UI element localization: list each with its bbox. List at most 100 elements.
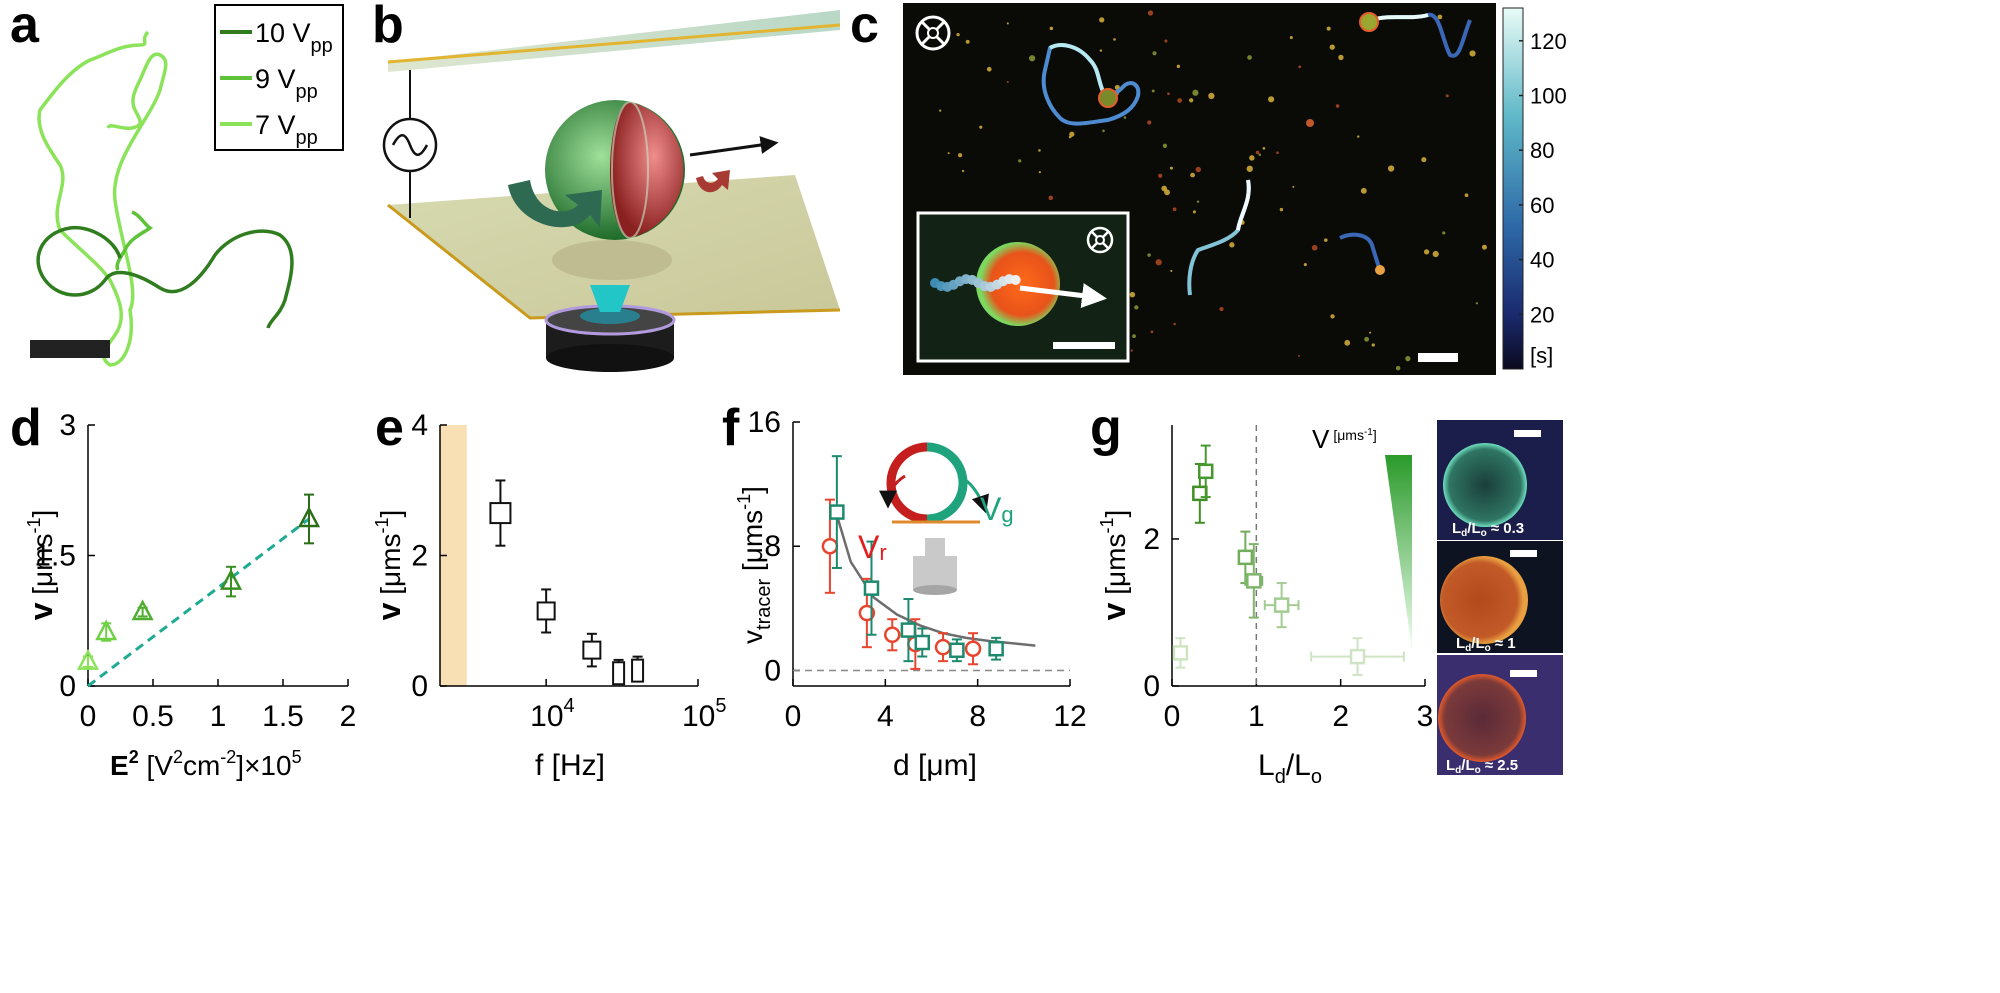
y-tick-label: 0 [764,654,781,687]
rotation-arrow-green [508,180,602,228]
x-axis-label: Ld/Lo [1258,749,1322,788]
particle-dot [1099,17,1105,23]
data-point [536,601,556,621]
particle-dot [1421,157,1427,163]
x-tick-label: 4 [877,700,894,733]
x-axis-label: f [Hz] [535,749,605,782]
top-electrode [388,10,840,72]
particle-dot [1123,116,1127,119]
micrograph-label-3: Ld/Lo ≈ 2.5 [1446,757,1518,776]
particle-dot [1006,22,1009,25]
colorbar-tick-label: 20 [1530,302,1554,327]
inset-schematic-f: Vr Vg [858,442,1014,595]
data-point [297,506,321,528]
particle-dot [1338,54,1344,61]
scalebar-a [30,340,110,358]
particle-dot [1469,50,1476,57]
particle-dot [1255,150,1260,155]
legend-entry: 7 Vpp [255,110,318,149]
data-point [863,580,880,596]
data-point [914,634,931,651]
particle-dot [1176,64,1181,69]
particle-dot [979,125,983,129]
y-tick-label: 4 [411,409,428,442]
data-point [1237,549,1254,566]
particle-dot [958,153,963,158]
particle-dot [1395,365,1401,371]
particle-dot [1335,104,1340,108]
particle-dot [1134,305,1139,310]
particle-dot [1330,314,1335,319]
x-tick-label: 0 [80,700,97,733]
particle-dot [1229,242,1235,248]
data-point [1172,645,1189,661]
inset-label-vr: Vr [858,529,887,565]
particle-dot [1423,249,1430,255]
inset-label-vg: Vg [980,491,1014,527]
particle-dot [1432,250,1439,258]
particle-dot [1298,65,1302,69]
particle-dot [1208,92,1215,100]
particle-dot [1189,98,1194,103]
particle-dot [1276,151,1279,154]
particle-dot [1437,14,1443,20]
particle-dot [1147,10,1154,16]
x-tick-label: 8 [969,700,986,733]
particle-dot [1387,165,1395,172]
data-point [95,619,118,641]
x-tick-label: 12 [1053,700,1086,733]
particle-dot [1442,231,1446,235]
particle-dot [1481,244,1487,250]
particle-dot [1038,149,1041,152]
x-tick-label: 105 [682,695,727,733]
particle-dot [1099,49,1103,52]
data-point [1197,463,1214,480]
particle-dot [1130,349,1133,352]
particle-dot [1475,302,1478,305]
particle-dot [1152,51,1157,56]
trajectory-9vpp [115,210,154,271]
particle-dot [1113,38,1116,41]
x-axis-label: d [μm] [893,749,977,782]
panel-label-d: d [10,399,42,457]
trail-dot [1010,274,1021,285]
svg-text:V[μms-1]: V[μms-1] [1312,424,1377,454]
data-point [900,622,917,638]
trajectory-7vpp [37,30,168,367]
data-point [131,599,154,621]
particle-dot [1292,185,1295,188]
particle-dot [1151,89,1155,93]
particle-dot [1405,355,1411,362]
legend-entry: 10 Vpp [255,18,333,57]
panel-b: b [372,0,841,372]
data-point [612,661,626,686]
particle-dot [1049,26,1054,31]
particle-dot [1326,26,1331,31]
y-tick-label: 8 [764,530,781,563]
particle-dot [1158,173,1163,178]
x-tick-label: 1.5 [262,700,304,733]
x-tick-label: 0 [785,700,802,733]
data-point [964,640,982,657]
data-point [219,568,243,590]
particle-dot [1069,131,1075,137]
colorbar-tick-label: 60 [1530,193,1554,218]
y-tick-label: 0 [59,670,76,703]
data-point [1246,573,1262,589]
particle-dot [1132,334,1136,339]
colorbar-tick-label: 120 [1530,29,1567,54]
particle-dot [1192,210,1196,214]
y-tick-label: 0 [1143,670,1160,703]
colorbar-tick-label: 100 [1530,84,1567,109]
particle-dot [1324,238,1328,242]
particle-dot [1329,44,1335,50]
data-point [1349,648,1366,665]
x-tick-label: 0 [1164,700,1181,733]
particle-dot [1311,244,1318,251]
x-tick-label: 1 [210,700,227,733]
particle-dot [1155,259,1162,266]
